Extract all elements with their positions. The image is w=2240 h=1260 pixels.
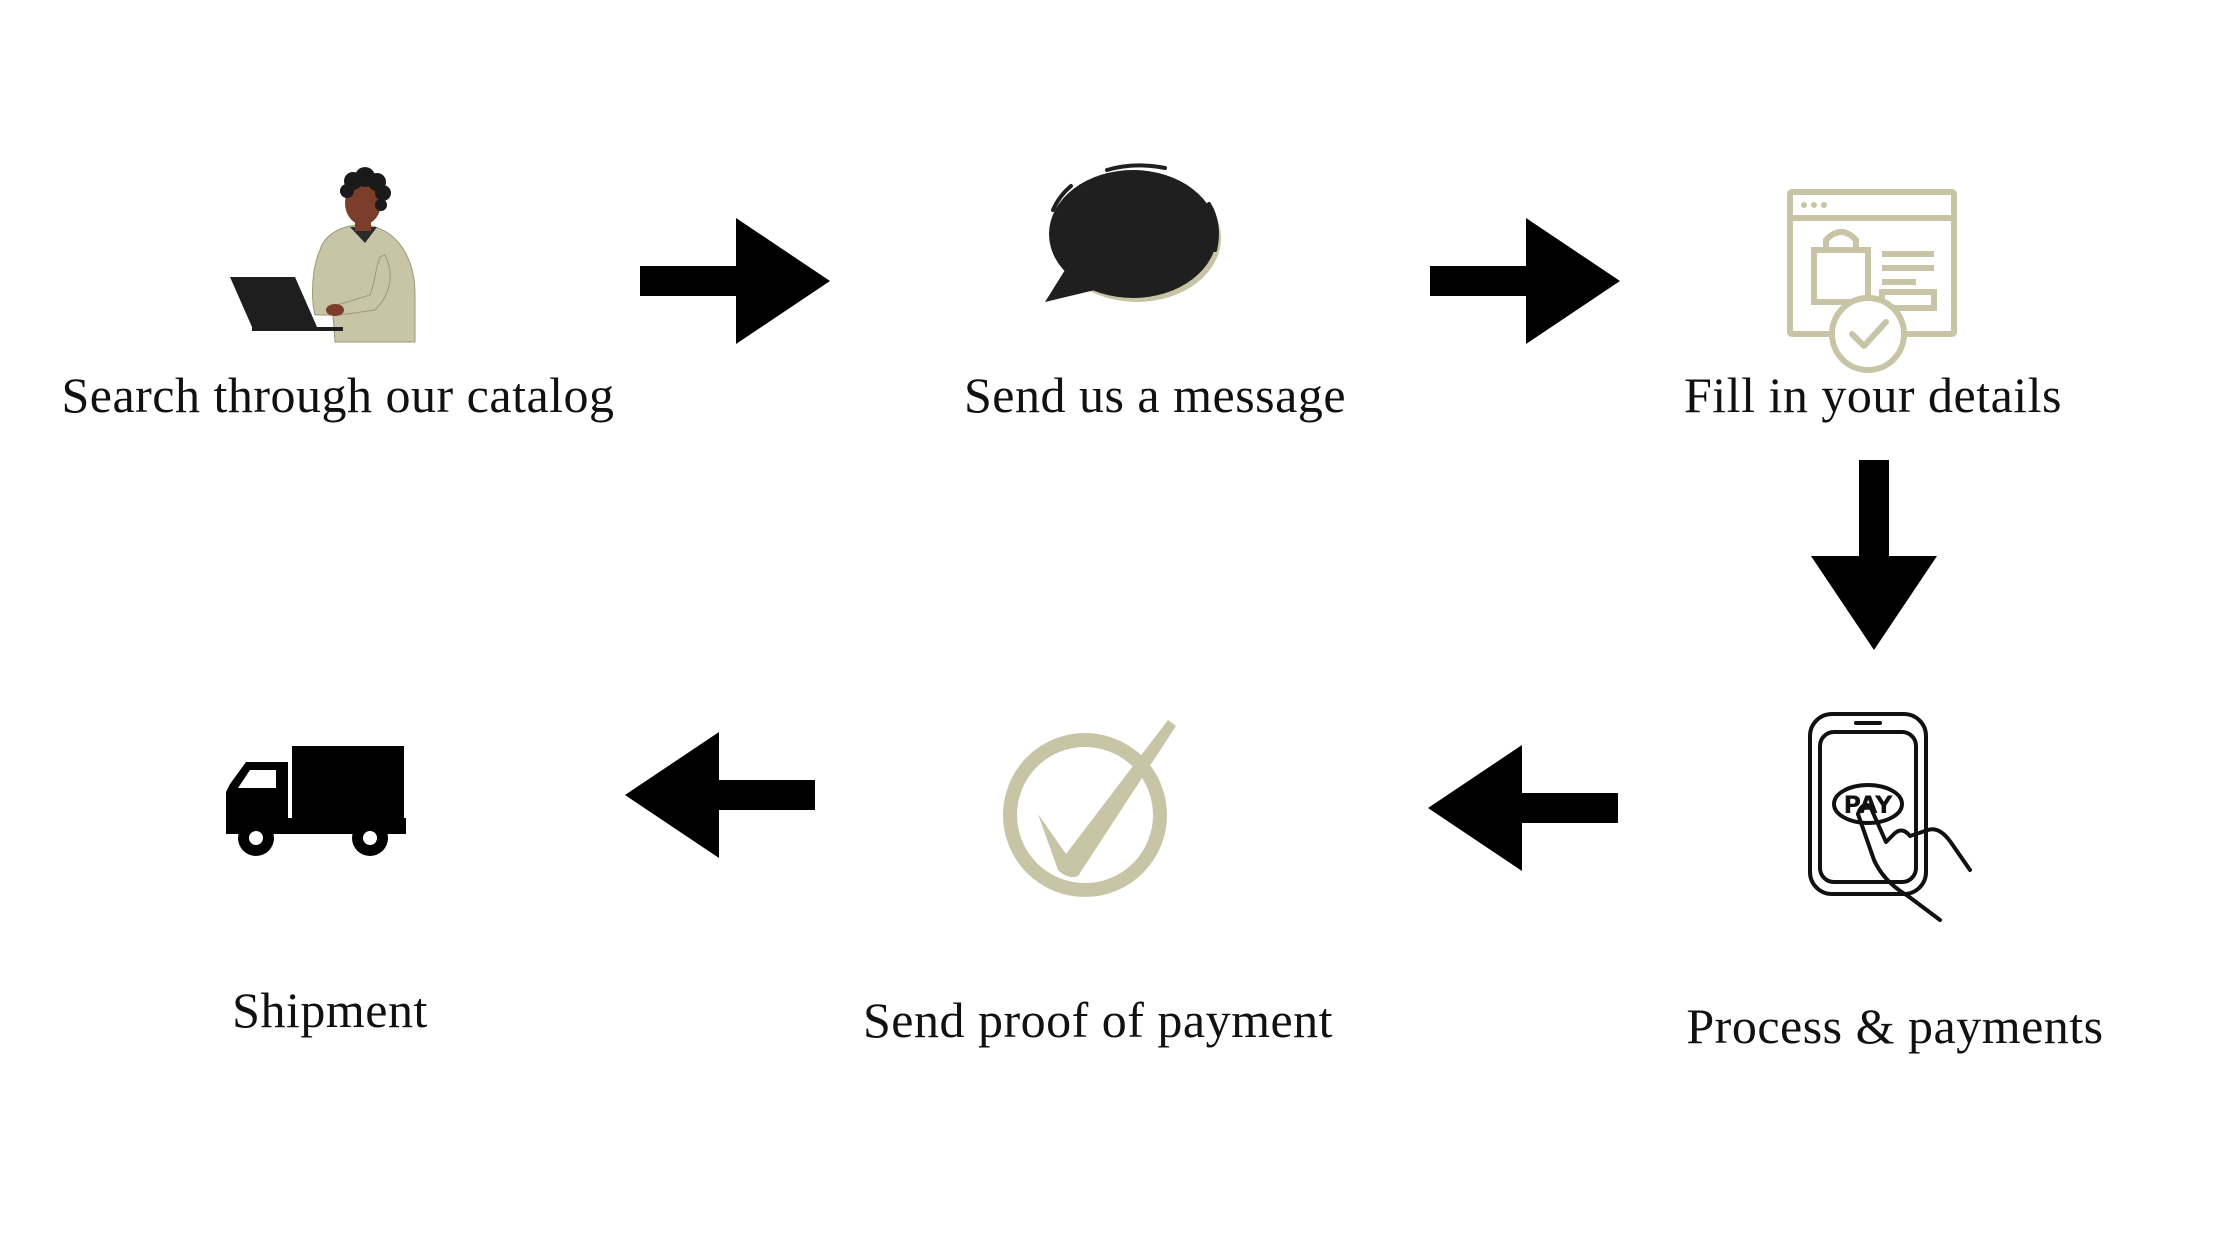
truck-icon xyxy=(226,746,406,856)
step-label-fill-details: Fill in your details xyxy=(1683,367,2063,423)
pay-button-text: PAY xyxy=(1843,791,1893,819)
person-laptop-icon xyxy=(230,167,416,343)
arrow-left-icon xyxy=(1428,745,1618,871)
arrow-left-icon xyxy=(625,732,815,858)
online-form-icon xyxy=(1787,189,1957,373)
step-label-shipment: Shipment xyxy=(232,982,428,1038)
arrow-right-icon xyxy=(1430,218,1620,344)
arrow-down-icon xyxy=(1811,460,1937,650)
step-label-search-catalog: Search through our catalog xyxy=(61,367,615,423)
step-label-process-payments: Process & payments xyxy=(1686,998,2104,1054)
step-label-send-message: Send us a message xyxy=(963,367,1347,423)
step-label-send-proof: Send proof of payment xyxy=(862,992,1334,1048)
phone-pay-icon: PAY xyxy=(1808,712,1972,922)
checkmark-icon xyxy=(1003,720,1176,897)
speech-bubble-icon xyxy=(1045,163,1221,302)
arrow-right-icon xyxy=(640,218,830,344)
